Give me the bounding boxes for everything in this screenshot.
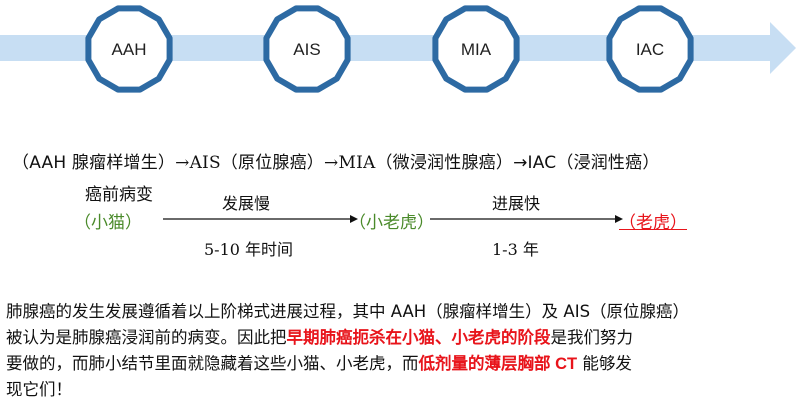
stage-label-mia: MIA [461, 40, 492, 59]
line3-text-b: 能够发 [577, 354, 632, 373]
stage-sequence: （AAH 腺瘤样增生）→AIS（原位腺癌）→MIA（微浸润性腺癌）→IAC（浸润… [12, 148, 660, 173]
stage-label-iac: IAC [636, 40, 664, 59]
flow-iac: →IAC（浸润性癌） [513, 153, 660, 173]
line2-highlight: 早期肺癌扼杀在小猫、小老虎的阶段 [286, 328, 551, 347]
line3-ct: CT [550, 355, 578, 373]
flow-aah: （AAH 腺瘤样增生） [12, 153, 176, 173]
slow-arrow-head [350, 215, 358, 223]
flow-mia: →MIA（微浸润性腺癌） [324, 153, 514, 173]
stage-label-ais: AIS [293, 40, 320, 59]
line2-text-a: 被认为是肺腺癌浸润前的病变。因此把 [6, 328, 287, 347]
progression-banner: AAH AIS MIA IAC [0, 5, 796, 93]
stage-node-ais [263, 5, 351, 93]
small-cat-label: （小猫） [74, 213, 142, 233]
stage-node-mia [432, 5, 520, 93]
line3-highlight: 低剂量的薄层胸部 [418, 354, 551, 373]
paragraph-line-1: 肺腺癌的发生发展遵循着以上阶梯式进展过程，其中 AAH（腺瘤样增生）及 AIS（… [6, 302, 690, 321]
precancer-label: 癌前病变 [85, 185, 153, 205]
tiger-text: （老虎） [619, 213, 687, 233]
fast-duration: 1-3 年 [492, 240, 539, 259]
stage-node-aah [85, 5, 173, 93]
paragraph-line-4: 现它们！ [6, 380, 72, 399]
paragraph-line-3: 要做的，而肺小结节里面就隐藏着这些小猫、小老虎，而低剂量的薄层胸部 CT 能够发 [6, 351, 632, 377]
slow-label: 发展慢 [222, 194, 271, 213]
stage-label-aah: AAH [112, 40, 147, 59]
tiger-label: （老虎） [619, 208, 687, 233]
fast-label: 进展快 [492, 194, 541, 213]
paragraph-line-2: 被认为是肺腺癌浸润前的病变。因此把早期肺癌扼杀在小猫、小老虎的阶段是我们努力 [6, 325, 633, 351]
small-tiger-label: （小老虎） [349, 213, 434, 233]
progress-arrows [163, 215, 623, 223]
slow-duration: 5-10 年时间 [204, 240, 294, 259]
stage-node-iac [606, 5, 694, 93]
line3-text-a: 要做的，而肺小结节里面就隐藏着这些小猫、小老虎，而 [6, 354, 419, 373]
fast-arrow-head [615, 215, 623, 223]
line2-text-b: 是我们努力 [550, 328, 634, 347]
progression-arrow [0, 22, 796, 74]
flow-ais: →AIS（原位腺癌） [175, 153, 325, 173]
